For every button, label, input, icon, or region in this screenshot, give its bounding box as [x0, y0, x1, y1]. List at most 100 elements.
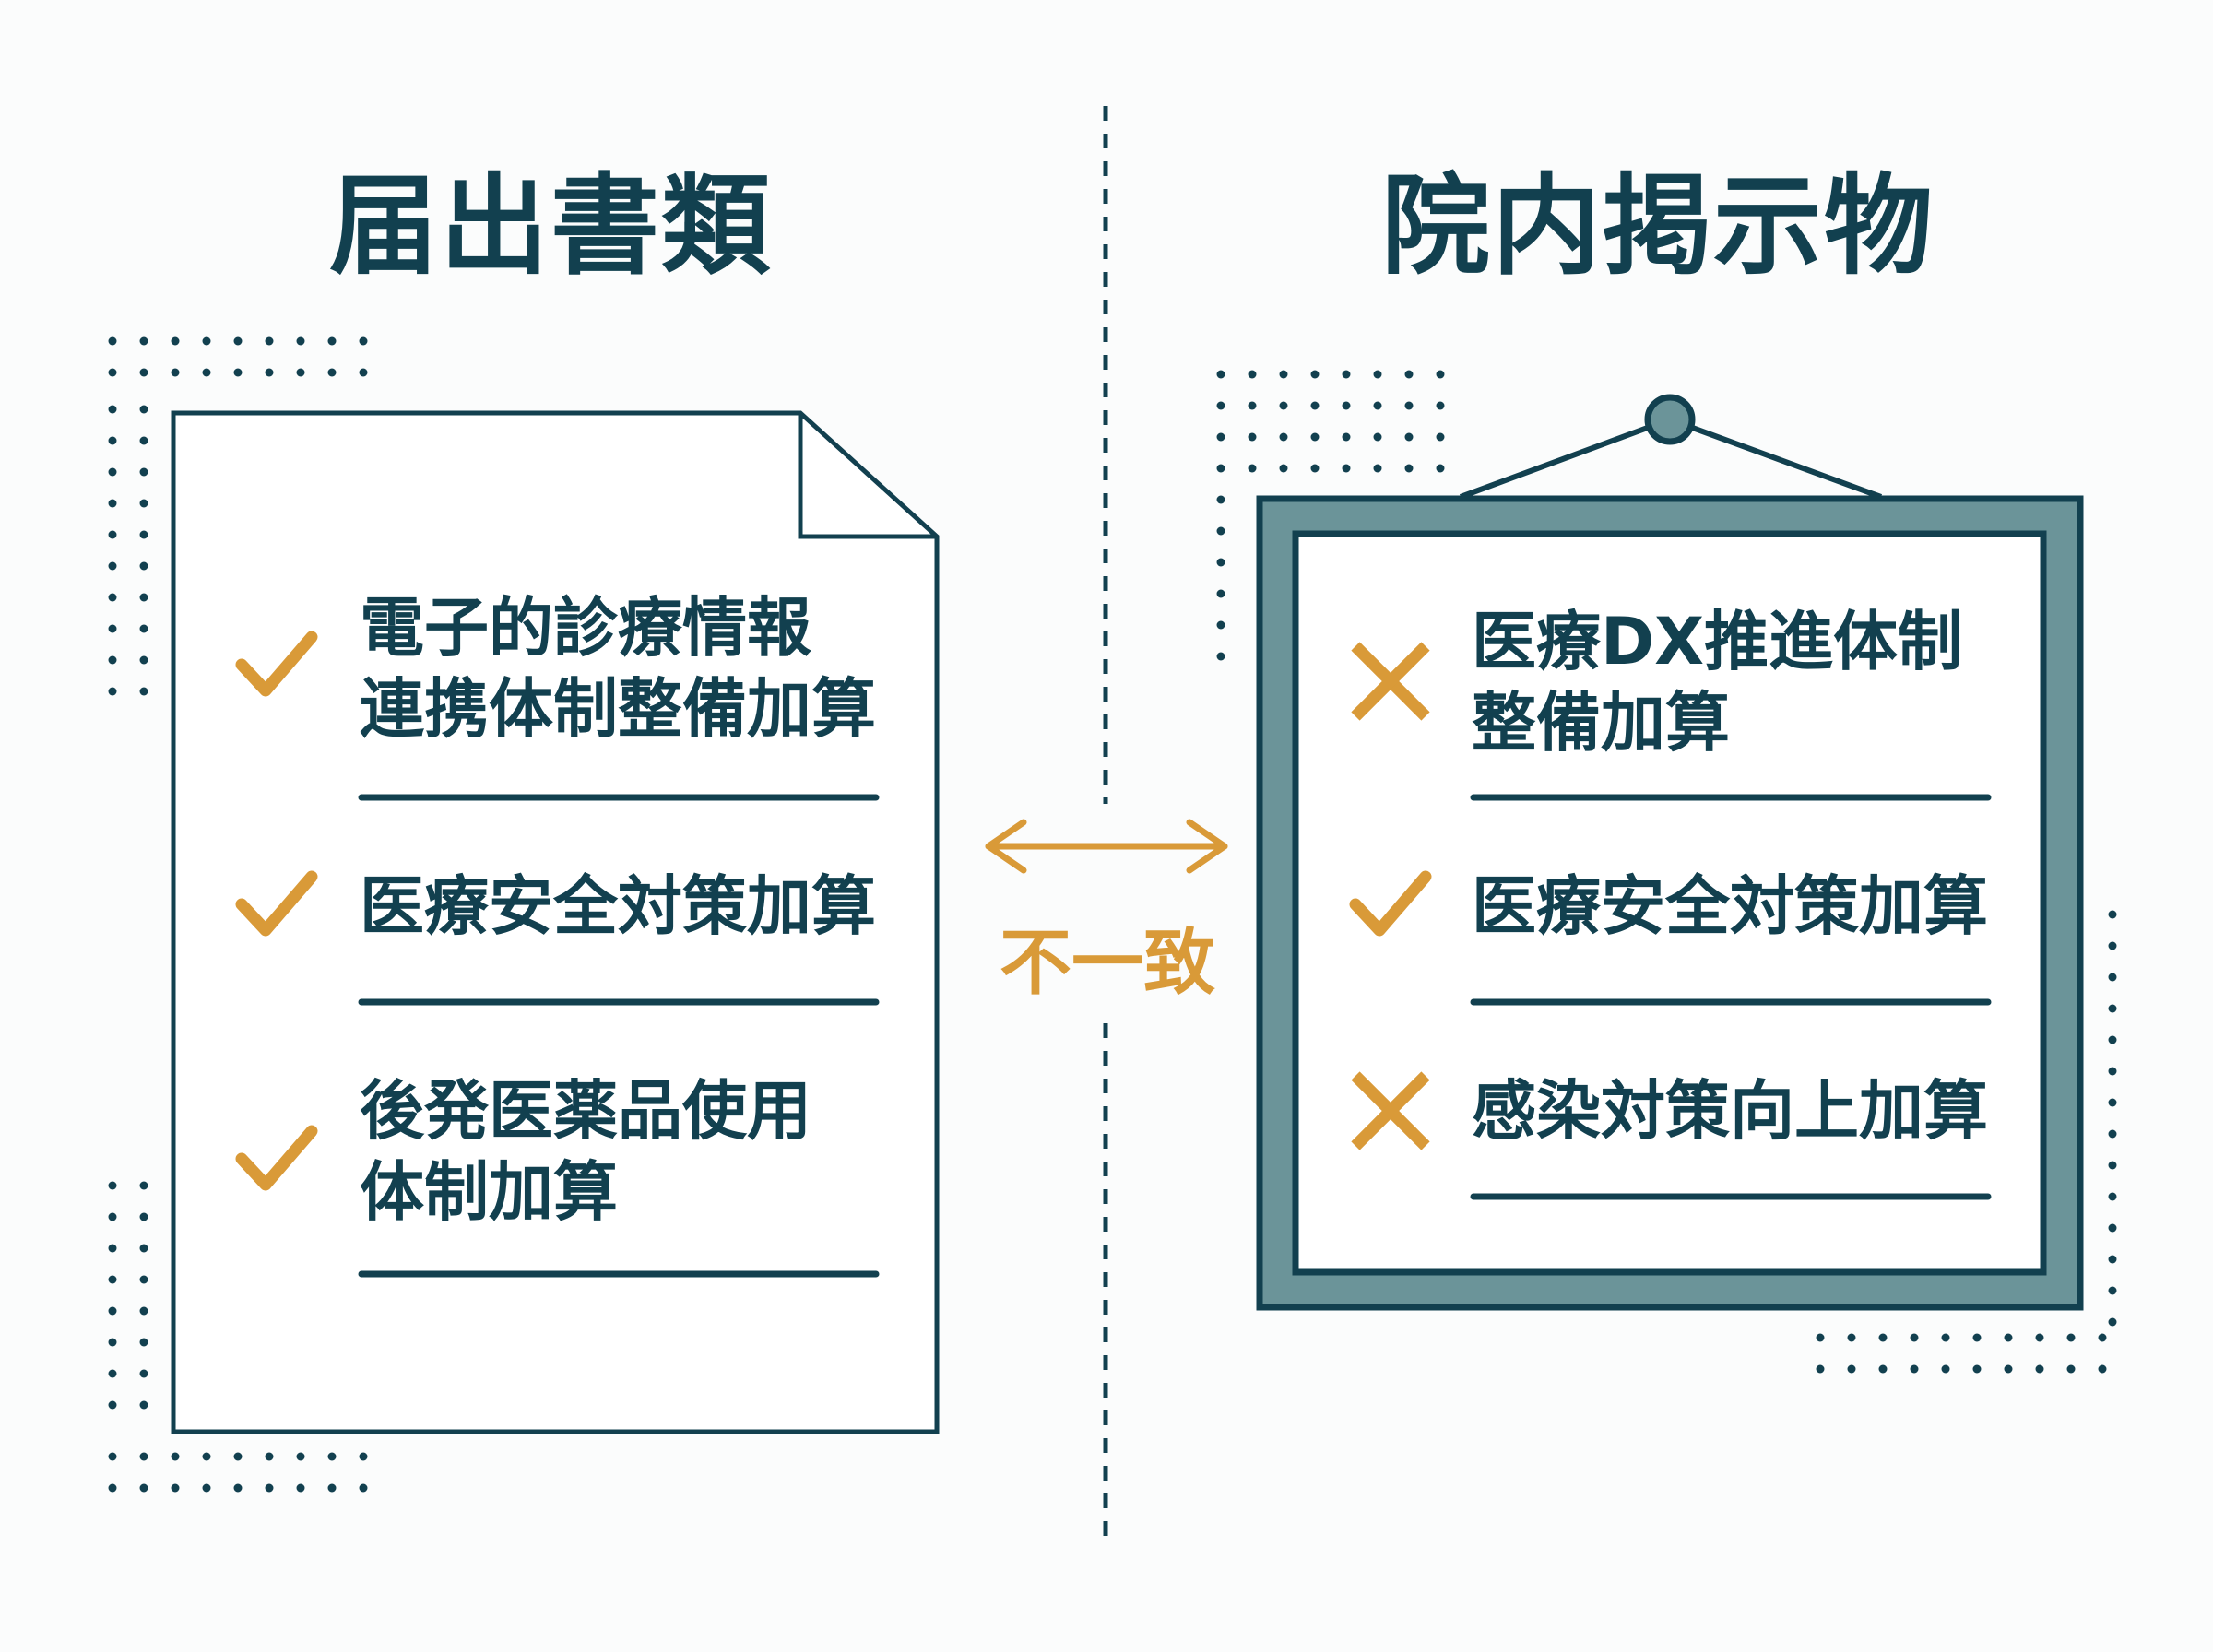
dot — [1279, 432, 1288, 442]
dot — [1216, 558, 1225, 567]
dot — [108, 436, 117, 445]
dot — [1373, 464, 1382, 473]
dot — [1248, 401, 1257, 410]
dot — [233, 1452, 243, 1461]
dot — [1216, 620, 1225, 630]
dot — [2108, 1129, 2117, 1139]
dot — [1436, 370, 1445, 379]
dot — [1216, 652, 1225, 661]
dot — [108, 624, 117, 633]
dot — [139, 1338, 148, 1347]
cross-icon — [1351, 642, 1430, 721]
dot — [139, 1306, 148, 1316]
dot — [1216, 432, 1225, 442]
dot — [1310, 464, 1320, 473]
dot — [108, 655, 117, 665]
dot — [139, 530, 148, 539]
dot — [1436, 464, 1445, 473]
dot — [1972, 1333, 1982, 1342]
dot — [108, 1369, 117, 1378]
dot — [1404, 432, 1414, 442]
dot — [108, 530, 117, 539]
dot — [108, 561, 117, 571]
dot — [327, 1452, 337, 1461]
dot — [2108, 1067, 2117, 1076]
left-item-2: 医療安全対策加算 — [360, 866, 876, 947]
dot — [296, 1483, 305, 1493]
dot — [108, 1338, 117, 1347]
dot — [1373, 401, 1382, 410]
dot — [359, 1452, 368, 1461]
dot — [202, 336, 211, 346]
dot — [1216, 589, 1225, 598]
dot — [202, 1483, 211, 1493]
left-title: 届出書類 — [328, 162, 773, 289]
dot — [171, 336, 180, 346]
dot — [1216, 495, 1225, 504]
dot — [1310, 401, 1320, 410]
dot — [233, 368, 243, 377]
dot — [1941, 1333, 1950, 1342]
dot — [139, 1275, 148, 1284]
dot — [139, 561, 148, 571]
dot — [1216, 464, 1225, 473]
dot — [265, 368, 274, 377]
dot — [139, 368, 148, 377]
dot — [139, 1452, 148, 1461]
dot — [2108, 1317, 2117, 1327]
dot — [2108, 941, 2117, 950]
right-item-1: 医療DX推進体制 整備加算 — [1472, 601, 1962, 763]
dot — [2108, 1035, 2117, 1044]
dot — [1436, 432, 1445, 442]
dot — [108, 1306, 117, 1316]
dot — [171, 368, 180, 377]
dot — [1342, 432, 1351, 442]
dot — [327, 336, 337, 346]
dot — [108, 1244, 117, 1253]
dot — [2108, 910, 2117, 919]
item-line: 後発医薬品使用 — [360, 1073, 811, 1149]
dot — [2004, 1364, 2013, 1374]
dot — [202, 368, 211, 377]
hanging-string — [1668, 417, 1883, 500]
dot — [233, 1483, 243, 1493]
dot — [1404, 464, 1414, 473]
dot — [171, 1452, 180, 1461]
dot — [139, 499, 148, 508]
dot — [139, 436, 148, 445]
dot — [359, 1483, 368, 1493]
item-line: 体制加算 — [360, 1154, 618, 1230]
dot — [1847, 1364, 1856, 1374]
dot — [2108, 1098, 2117, 1107]
dot — [108, 405, 117, 414]
check-icon — [235, 1125, 318, 1191]
dot — [327, 368, 337, 377]
dot — [139, 687, 148, 696]
dot — [2108, 1192, 2117, 1201]
dot — [108, 1181, 117, 1190]
left-item-1: 電子的診療情報 連携体制整備加算 — [360, 587, 876, 749]
dot — [1878, 1333, 1888, 1342]
dot — [1847, 1333, 1856, 1342]
right-item-2: 医療安全対策加算 — [1472, 866, 1988, 947]
check-icon — [235, 631, 318, 697]
dot — [1878, 1364, 1888, 1374]
dot — [1216, 526, 1225, 536]
dot — [2035, 1333, 2044, 1342]
dot — [359, 336, 368, 346]
dot — [1342, 464, 1351, 473]
dot — [359, 368, 368, 377]
hanging-pin-icon — [1644, 394, 1696, 445]
dot — [139, 1181, 148, 1190]
dot — [1248, 370, 1257, 379]
dot — [296, 336, 305, 346]
dot — [108, 368, 117, 377]
dot — [1373, 432, 1382, 442]
dot — [2108, 1286, 2117, 1295]
dot — [296, 1452, 305, 1461]
dot — [1216, 370, 1225, 379]
cross-icon — [1351, 1071, 1430, 1150]
dot — [139, 336, 148, 346]
dot — [2098, 1333, 2107, 1342]
dot — [139, 1244, 148, 1253]
